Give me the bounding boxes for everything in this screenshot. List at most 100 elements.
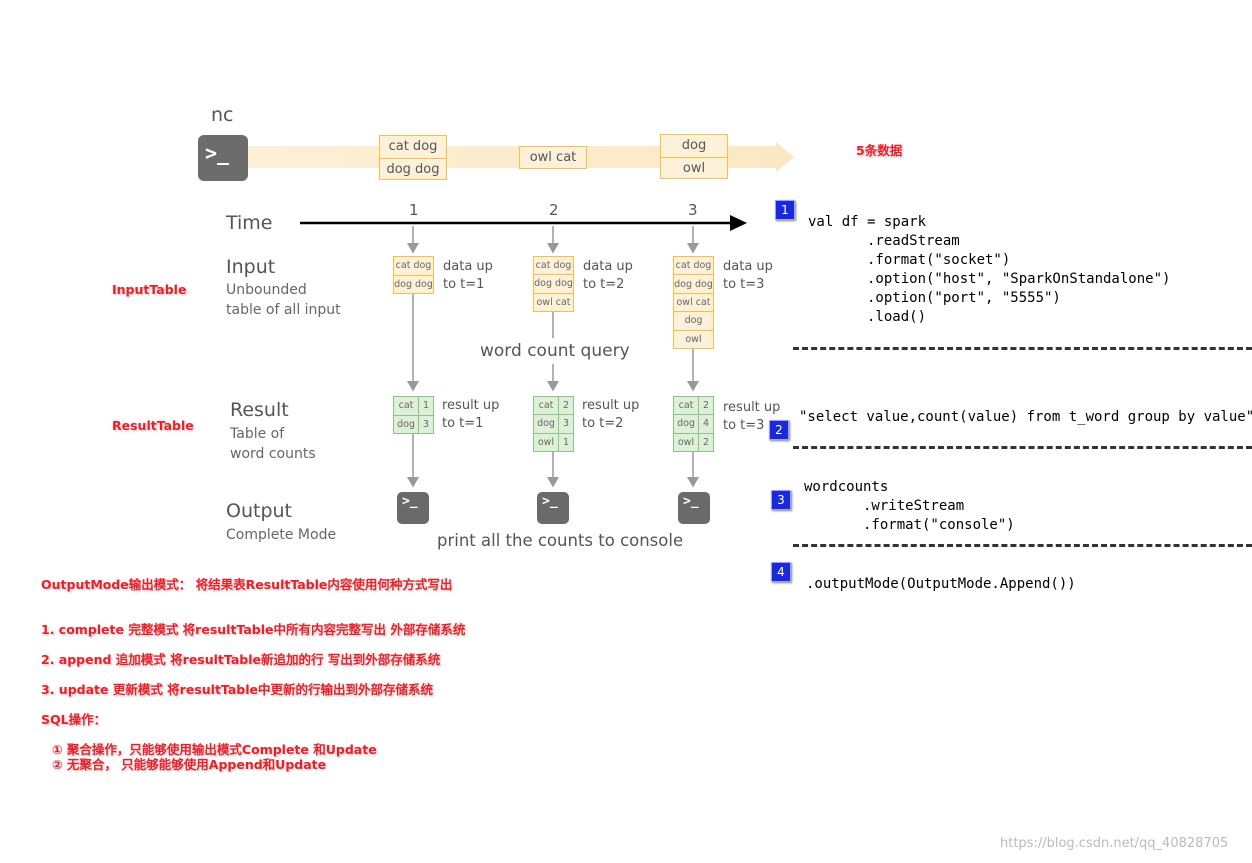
watermark-text: https://blog.csdn.net/qq_40828705 [1000,836,1229,851]
caption-line: to t=3 [723,277,765,292]
count-cell: 2 [702,436,710,448]
step-badge: 1 [775,200,795,220]
result-subtitle-line: Table of [230,426,285,442]
caption-line: to t=1 [443,277,485,292]
mode-complete-note: 1. complete 完整模式 将resultTable中所有内容完整写出 外… [41,622,466,637]
word-cell: cat [394,397,419,415]
input-caption-t2: data up to t=2 [583,258,633,294]
sql-aggregate-note: ① 聚合操作，只能够使用输出模式Complete 和Update [52,742,377,757]
word-cell: dog [534,415,559,433]
input-title: Input [226,256,276,278]
result-caption-t1: result up to t=1 [442,397,499,433]
input-row: owl cat [534,292,573,311]
input-subtitle-line: table of all input [226,302,341,318]
sql-no-aggregate-note: ② 无聚合， 只能够能够使用Append和Update [52,757,327,772]
input-subtitle-line: Unbounded [226,282,307,298]
input-row: dog dog [534,274,573,292]
code-read-stream: val df = spark .readStream .format("sock… [808,214,1171,325]
input-row: dog dog [674,274,713,292]
count-cell: 1 [562,436,570,448]
result-subtitle: Table of word counts [230,424,316,464]
output-mode-heading: OutputMode输出模式： 将结果表ResultTable内容使用何种方式写… [41,577,453,592]
step-badge: 2 [769,420,789,440]
stream-batch-2: owl cat [519,146,587,169]
terminal-icon: >_ [198,135,248,181]
input-row: owl [674,329,713,348]
code-sql-query: "select value,count(value) from t_word g… [799,409,1252,425]
input-subtitle: Unbounded table of all input [226,280,341,320]
count-cell: 2 [702,400,710,412]
word-cell: cat [674,397,699,415]
stream-batch-3: dog owl [660,134,728,179]
stream-line: owl cat [529,150,577,165]
time-axis-arrowhead [730,215,747,231]
input-table-t1: cat dog dog dog [393,256,434,294]
console-icon: >_ [678,492,710,524]
code-divider [793,347,1252,350]
stream-line: cat dog [388,139,438,155]
code-divider [793,446,1252,449]
word-cell: dog [674,415,699,433]
word-cell: owl [674,433,699,451]
input-row: cat dog [675,260,712,272]
count-cell: 4 [702,418,710,430]
caption-line: to t=2 [583,277,625,292]
code-write-stream: wordcounts .writeStream .format("console… [804,479,1015,533]
stream-line: owl [661,156,727,180]
count-cell: 1 [422,400,430,412]
caption-line: result up [723,400,781,415]
console-icon: >_ [537,492,569,524]
caption-line: to t=3 [723,418,765,433]
time-tick: 1 [409,201,419,219]
mode-append-note: 2. append 追加模式 将resultTable新追加的行 写出到外部存储… [41,652,441,667]
input-row: owl cat [674,292,713,311]
input-caption-t1: data up to t=1 [443,258,493,294]
code-output-mode: .outputMode(OutputMode.Append()) [806,576,1076,592]
stream-line: dog [681,138,707,154]
caption-line: data up [723,259,773,274]
count-cell: 3 [422,418,430,430]
code-divider [793,544,1252,547]
sql-heading: SQL操作： [41,712,107,727]
result-subtitle-line: word counts [230,446,316,462]
caption-line: data up [443,259,493,274]
time-tick: 2 [549,201,559,219]
caption-line: result up [442,398,500,413]
step-badge: 4 [771,562,791,582]
nc-label: nc [211,104,234,126]
step-badge: 3 [771,490,791,510]
word-cell: cat [534,397,559,415]
count-cell: 2 [562,400,570,412]
input-table-t3: cat dog dog dog owl cat dog owl [673,256,714,349]
word-cell: owl [534,433,559,451]
input-table-t2: cat dog dog dog owl cat [533,256,574,312]
caption-line: result up [582,398,640,413]
input-row: dog dog [394,274,433,294]
query-label: word count query [478,341,632,361]
mode-update-note: 3. update 更新模式 将resultTable中更新的行输出到外部存储系… [41,682,433,697]
data-count-note: 5条数据 [856,143,903,158]
stream-line: dog dog [380,157,446,181]
output-title: Output [226,500,292,522]
result-caption-t3: result up to t=3 [723,399,780,435]
console-icon: >_ [397,492,429,524]
stream-batch-1: cat dog dog dog [379,135,447,180]
output-subtitle: Complete Mode [226,527,337,543]
result-caption-t2: result up to t=2 [582,397,639,433]
caption-line: to t=1 [442,416,484,431]
input-table-tag: InputTable [112,282,187,297]
result-title: Result [230,399,289,421]
time-label: Time [226,212,273,234]
word-cell: dog [394,415,419,433]
input-row: dog [674,311,713,329]
input-row: cat dog [395,260,432,272]
